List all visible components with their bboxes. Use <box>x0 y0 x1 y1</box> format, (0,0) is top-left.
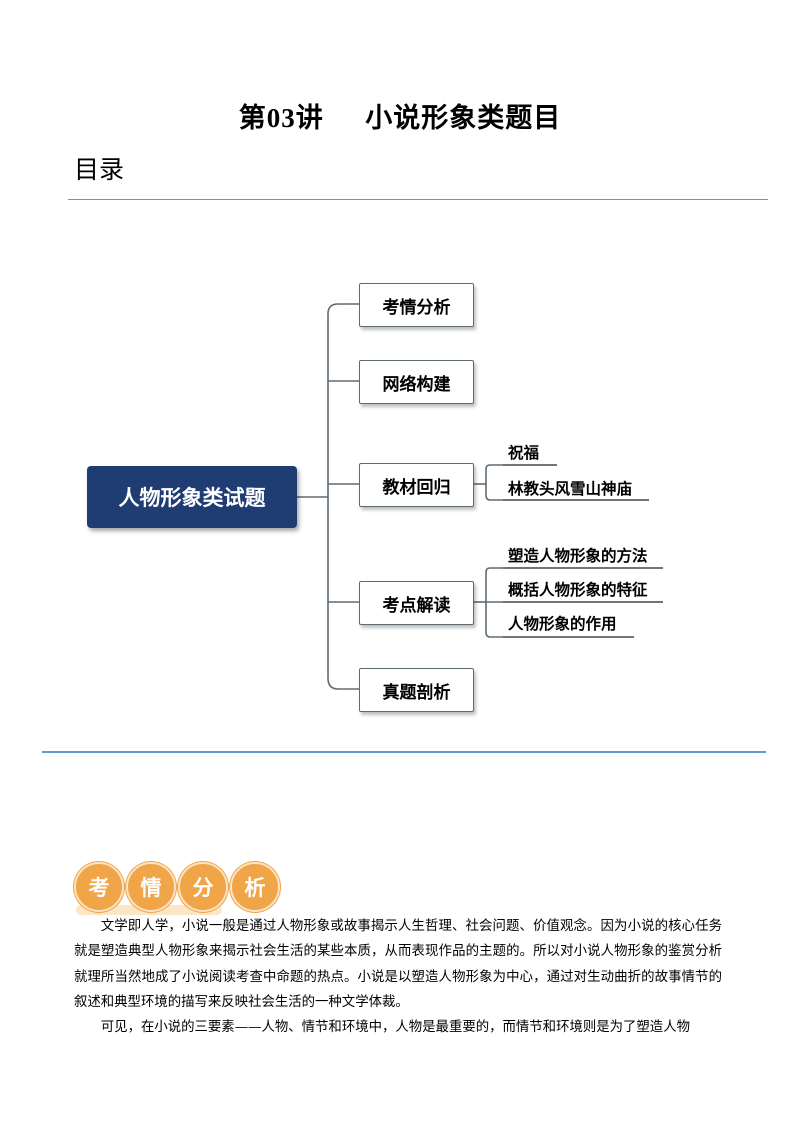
paragraph: 文学即人学，小说一般是通过人物形象或故事揭示人生哲理、社会问题、价值观念。因为小… <box>74 919 722 1010</box>
branch-zhenti: 真题剖析 <box>359 668 474 712</box>
section-badge: 考 情 分 析 <box>74 862 282 912</box>
leaf-zhufu: 祝福 <box>508 444 540 462</box>
page-title: 第03讲 小说形象类题目 <box>238 103 562 134</box>
badge-char: 情 <box>126 862 176 912</box>
leaf-gaikuo: 概括人物形象的特征 <box>508 581 648 599</box>
mindmap-root: 人物形象类试题 <box>87 466 297 528</box>
divider-bottom <box>42 751 766 753</box>
leaf-suzao: 塑造人物形象的方法 <box>508 547 648 565</box>
branch-kaoqing: 考情分析 <box>359 283 474 327</box>
badge-char: 分 <box>178 862 228 912</box>
leaf-linjiaotou: 林教头风雪山神庙 <box>508 480 633 498</box>
section-body: 文学即人学，小说一般是通过人物形象或故事揭示人生哲理、社会问题、价值观念。因为小… <box>74 914 722 1040</box>
divider-top <box>68 199 768 200</box>
branch-kaodian: 考点解读 <box>359 581 474 625</box>
branch-jiaocai: 教材回归 <box>359 463 474 507</box>
leaf-zuoyong: 人物形象的作用 <box>508 615 617 633</box>
badge-char: 考 <box>74 862 124 912</box>
toc-heading: 目录 <box>74 155 125 184</box>
branch-wangluo: 网络构建 <box>359 360 474 404</box>
paragraph: 可见，在小说的三要素——人物、情节和环境中，人物是最重要的，而情节和环境则是为了… <box>100 1020 690 1036</box>
badge-char: 析 <box>230 862 280 912</box>
